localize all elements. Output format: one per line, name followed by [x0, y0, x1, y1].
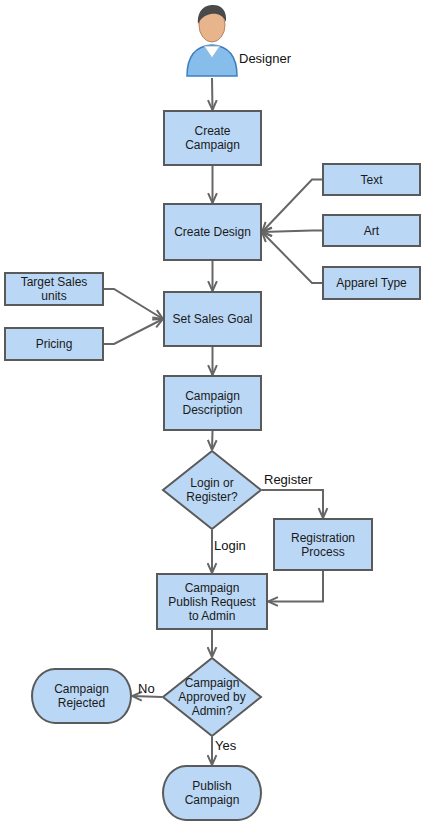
node-label: Art	[364, 224, 379, 238]
process-box: Create Design	[163, 203, 262, 261]
actor-icon: Designer	[183, 0, 241, 78]
node-label: Registration Process	[283, 531, 363, 559]
person-collar	[204, 46, 220, 58]
input-box: Art	[322, 214, 421, 247]
person-body	[187, 45, 237, 76]
flow-arrow	[262, 231, 322, 233]
input-box: Target Sales units	[4, 272, 104, 306]
node-label: Target Sales units	[14, 275, 94, 303]
input-box: Pricing	[4, 327, 104, 361]
flow-arrow	[211, 737, 213, 765]
flow-arrow	[212, 166, 214, 203]
flow-arrow	[104, 319, 163, 344]
input-box: Text	[322, 163, 421, 196]
process-box: Campaign Publish Request to Admin	[156, 573, 268, 630]
edge-label: Yes	[215, 738, 236, 753]
node-label: Campaign Description	[173, 389, 253, 417]
node-label: Login or Register?	[182, 476, 242, 504]
decision-diamond: Campaign Approved by Admin?	[162, 657, 262, 737]
decision-diamond: Login or Register?	[162, 450, 262, 530]
process-box: Create Campaign	[163, 110, 262, 166]
node-label: Publish Campaign	[172, 779, 252, 807]
node-label: Create Design	[174, 225, 251, 239]
flow-arrow	[212, 347, 214, 375]
node-label: Campaign Approved by Admin?	[175, 676, 250, 718]
diamond-shape	[163, 451, 261, 529]
terminal-box: Publish Campaign	[162, 765, 262, 821]
edge-label: Login	[214, 538, 246, 553]
node-label: Campaign Rejected	[42, 682, 122, 710]
node-label: Pricing	[36, 337, 73, 351]
node-label: Set Sales Goal	[172, 312, 252, 326]
process-box: Campaign Description	[163, 375, 262, 431]
flow-arrow	[211, 431, 214, 450]
flow-arrow	[262, 490, 323, 518]
edge-label: Register	[264, 472, 312, 487]
flow-arrow	[268, 571, 323, 602]
flow-arrow	[211, 78, 214, 110]
node-label: Text	[360, 173, 382, 187]
process-box: Registration Process	[273, 518, 373, 571]
flow-arrow	[104, 289, 163, 319]
node-label: Campaign Publish Request to Admin	[165, 581, 260, 623]
input-box: Apparel Type	[322, 266, 421, 300]
process-box: Set Sales Goal	[163, 291, 262, 347]
node-label: Create Campaign	[178, 124, 248, 152]
flow-arrow	[211, 530, 213, 573]
flow-arrow	[211, 630, 213, 657]
edge-label: No	[138, 681, 155, 696]
person-hair	[198, 5, 226, 24]
actor-label: Designer	[239, 51, 291, 66]
person-icon	[183, 0, 241, 78]
flow-arrow	[212, 261, 214, 291]
node-label: Apparel Type	[336, 276, 407, 290]
diamond-shape	[163, 658, 261, 736]
flow-arrow	[262, 232, 322, 283]
flow-arrow	[132, 696, 162, 697]
flow-arrow	[262, 180, 322, 233]
terminal-box: Campaign Rejected	[31, 668, 132, 724]
